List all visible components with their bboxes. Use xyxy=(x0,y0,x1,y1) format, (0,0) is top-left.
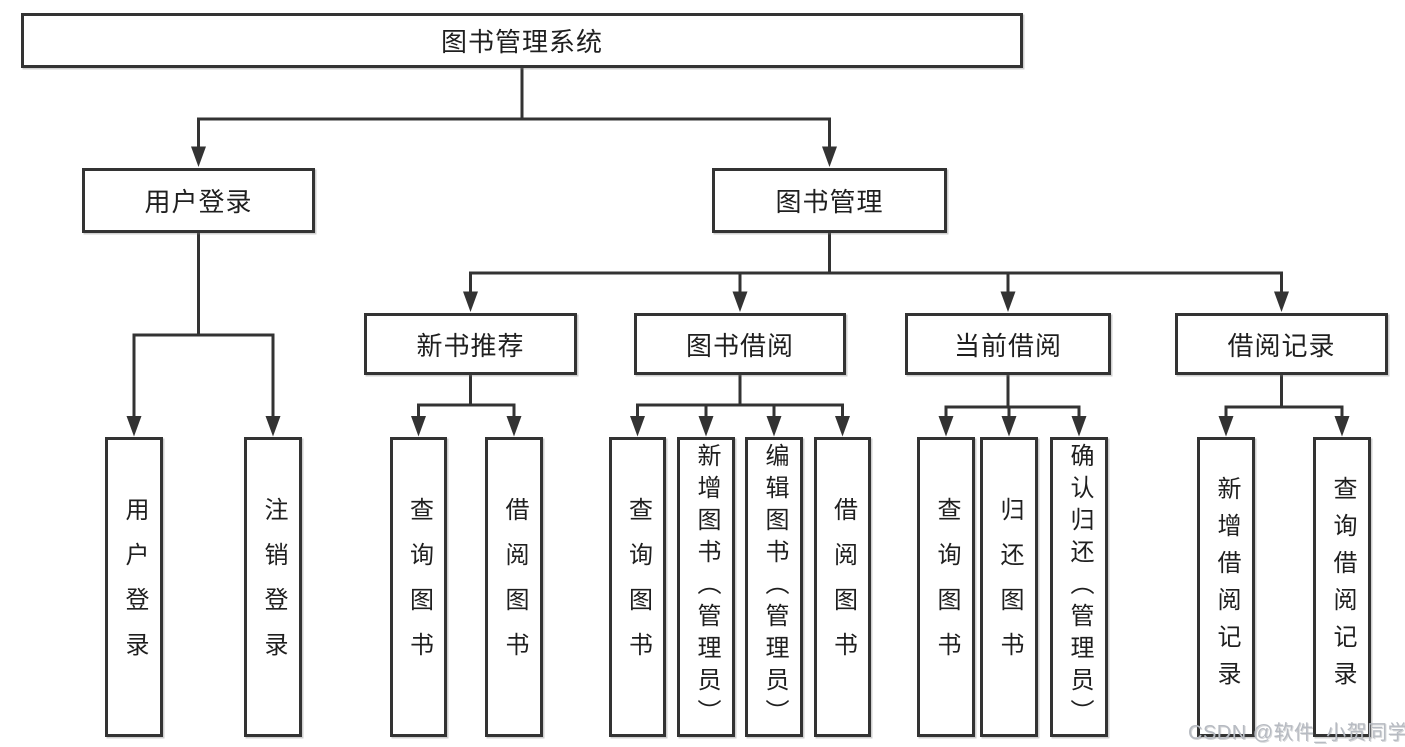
leaf-query-books-recommend-label: 查询图书 xyxy=(405,497,433,677)
leaf-borrow-books-borrowing-label: 借阅图书 xyxy=(829,497,857,677)
leaf-borrow-books-recommend: 借阅图书 xyxy=(485,437,543,737)
leaf-confirm-return-admin: 确认归还（管理员） xyxy=(1050,437,1108,737)
leaf-borrow-books-recommend-label: 借阅图书 xyxy=(501,497,528,677)
node-new-book-recommend-label: 新书推荐 xyxy=(416,330,525,361)
leaf-query-books-current-label: 查询图书 xyxy=(933,497,960,677)
node-user-login: 用户登录 xyxy=(82,168,315,233)
leaf-logout-label: 注销登录 xyxy=(260,497,287,677)
leaf-query-books-borrowing-label: 查询图书 xyxy=(624,497,652,677)
leaf-add-borrow-record-label: 新增借阅记录 xyxy=(1213,476,1240,698)
leaf-query-borrow-record-label: 查询借阅记录 xyxy=(1329,476,1356,698)
leaf-query-borrow-record: 查询借阅记录 xyxy=(1313,437,1371,737)
node-library-system-label: 图书管理系统 xyxy=(440,27,603,57)
leaf-user-login-label: 用户登录 xyxy=(121,497,148,677)
leaf-add-book-admin-label: 新增图书（管理员） xyxy=(693,443,720,731)
leaf-logout: 注销登录 xyxy=(244,437,302,737)
leaf-return-book: 归还图书 xyxy=(980,437,1038,737)
node-book-borrowing-label: 图书借阅 xyxy=(685,330,794,361)
node-new-book-recommend: 新书推荐 xyxy=(364,313,577,375)
leaf-confirm-return-admin-label: 确认归还（管理员） xyxy=(1066,443,1093,731)
leaf-edit-book-admin-label: 编辑图书（管理员） xyxy=(761,443,788,731)
leaf-add-borrow-record: 新增借阅记录 xyxy=(1197,437,1255,737)
node-current-borrowing-label: 当前借阅 xyxy=(953,330,1062,361)
node-borrow-records: 借阅记录 xyxy=(1175,313,1388,375)
node-borrow-records-label: 借阅记录 xyxy=(1227,330,1336,361)
leaf-query-books-recommend: 查询图书 xyxy=(390,437,447,737)
leaf-query-books-borrowing: 查询图书 xyxy=(609,437,666,737)
leaf-return-book-label: 归还图书 xyxy=(996,497,1023,677)
leaf-edit-book-admin: 编辑图书（管理员） xyxy=(745,437,803,737)
node-current-borrowing: 当前借阅 xyxy=(905,313,1111,375)
leaf-user-login: 用户登录 xyxy=(105,437,163,737)
leaf-add-book-admin: 新增图书（管理员） xyxy=(677,437,735,737)
node-book-management: 图书管理 xyxy=(712,168,947,233)
node-book-management-label: 图书管理 xyxy=(775,187,884,217)
node-user-login-label: 用户登录 xyxy=(144,187,253,217)
leaf-query-books-current: 查询图书 xyxy=(917,437,975,737)
csdn-watermark: CSDN @软件_小贺同学 xyxy=(1188,722,1405,744)
leaf-borrow-books-borrowing: 借阅图书 xyxy=(814,437,871,737)
node-book-borrowing: 图书借阅 xyxy=(634,313,846,375)
node-library-system: 图书管理系统 xyxy=(21,13,1023,68)
